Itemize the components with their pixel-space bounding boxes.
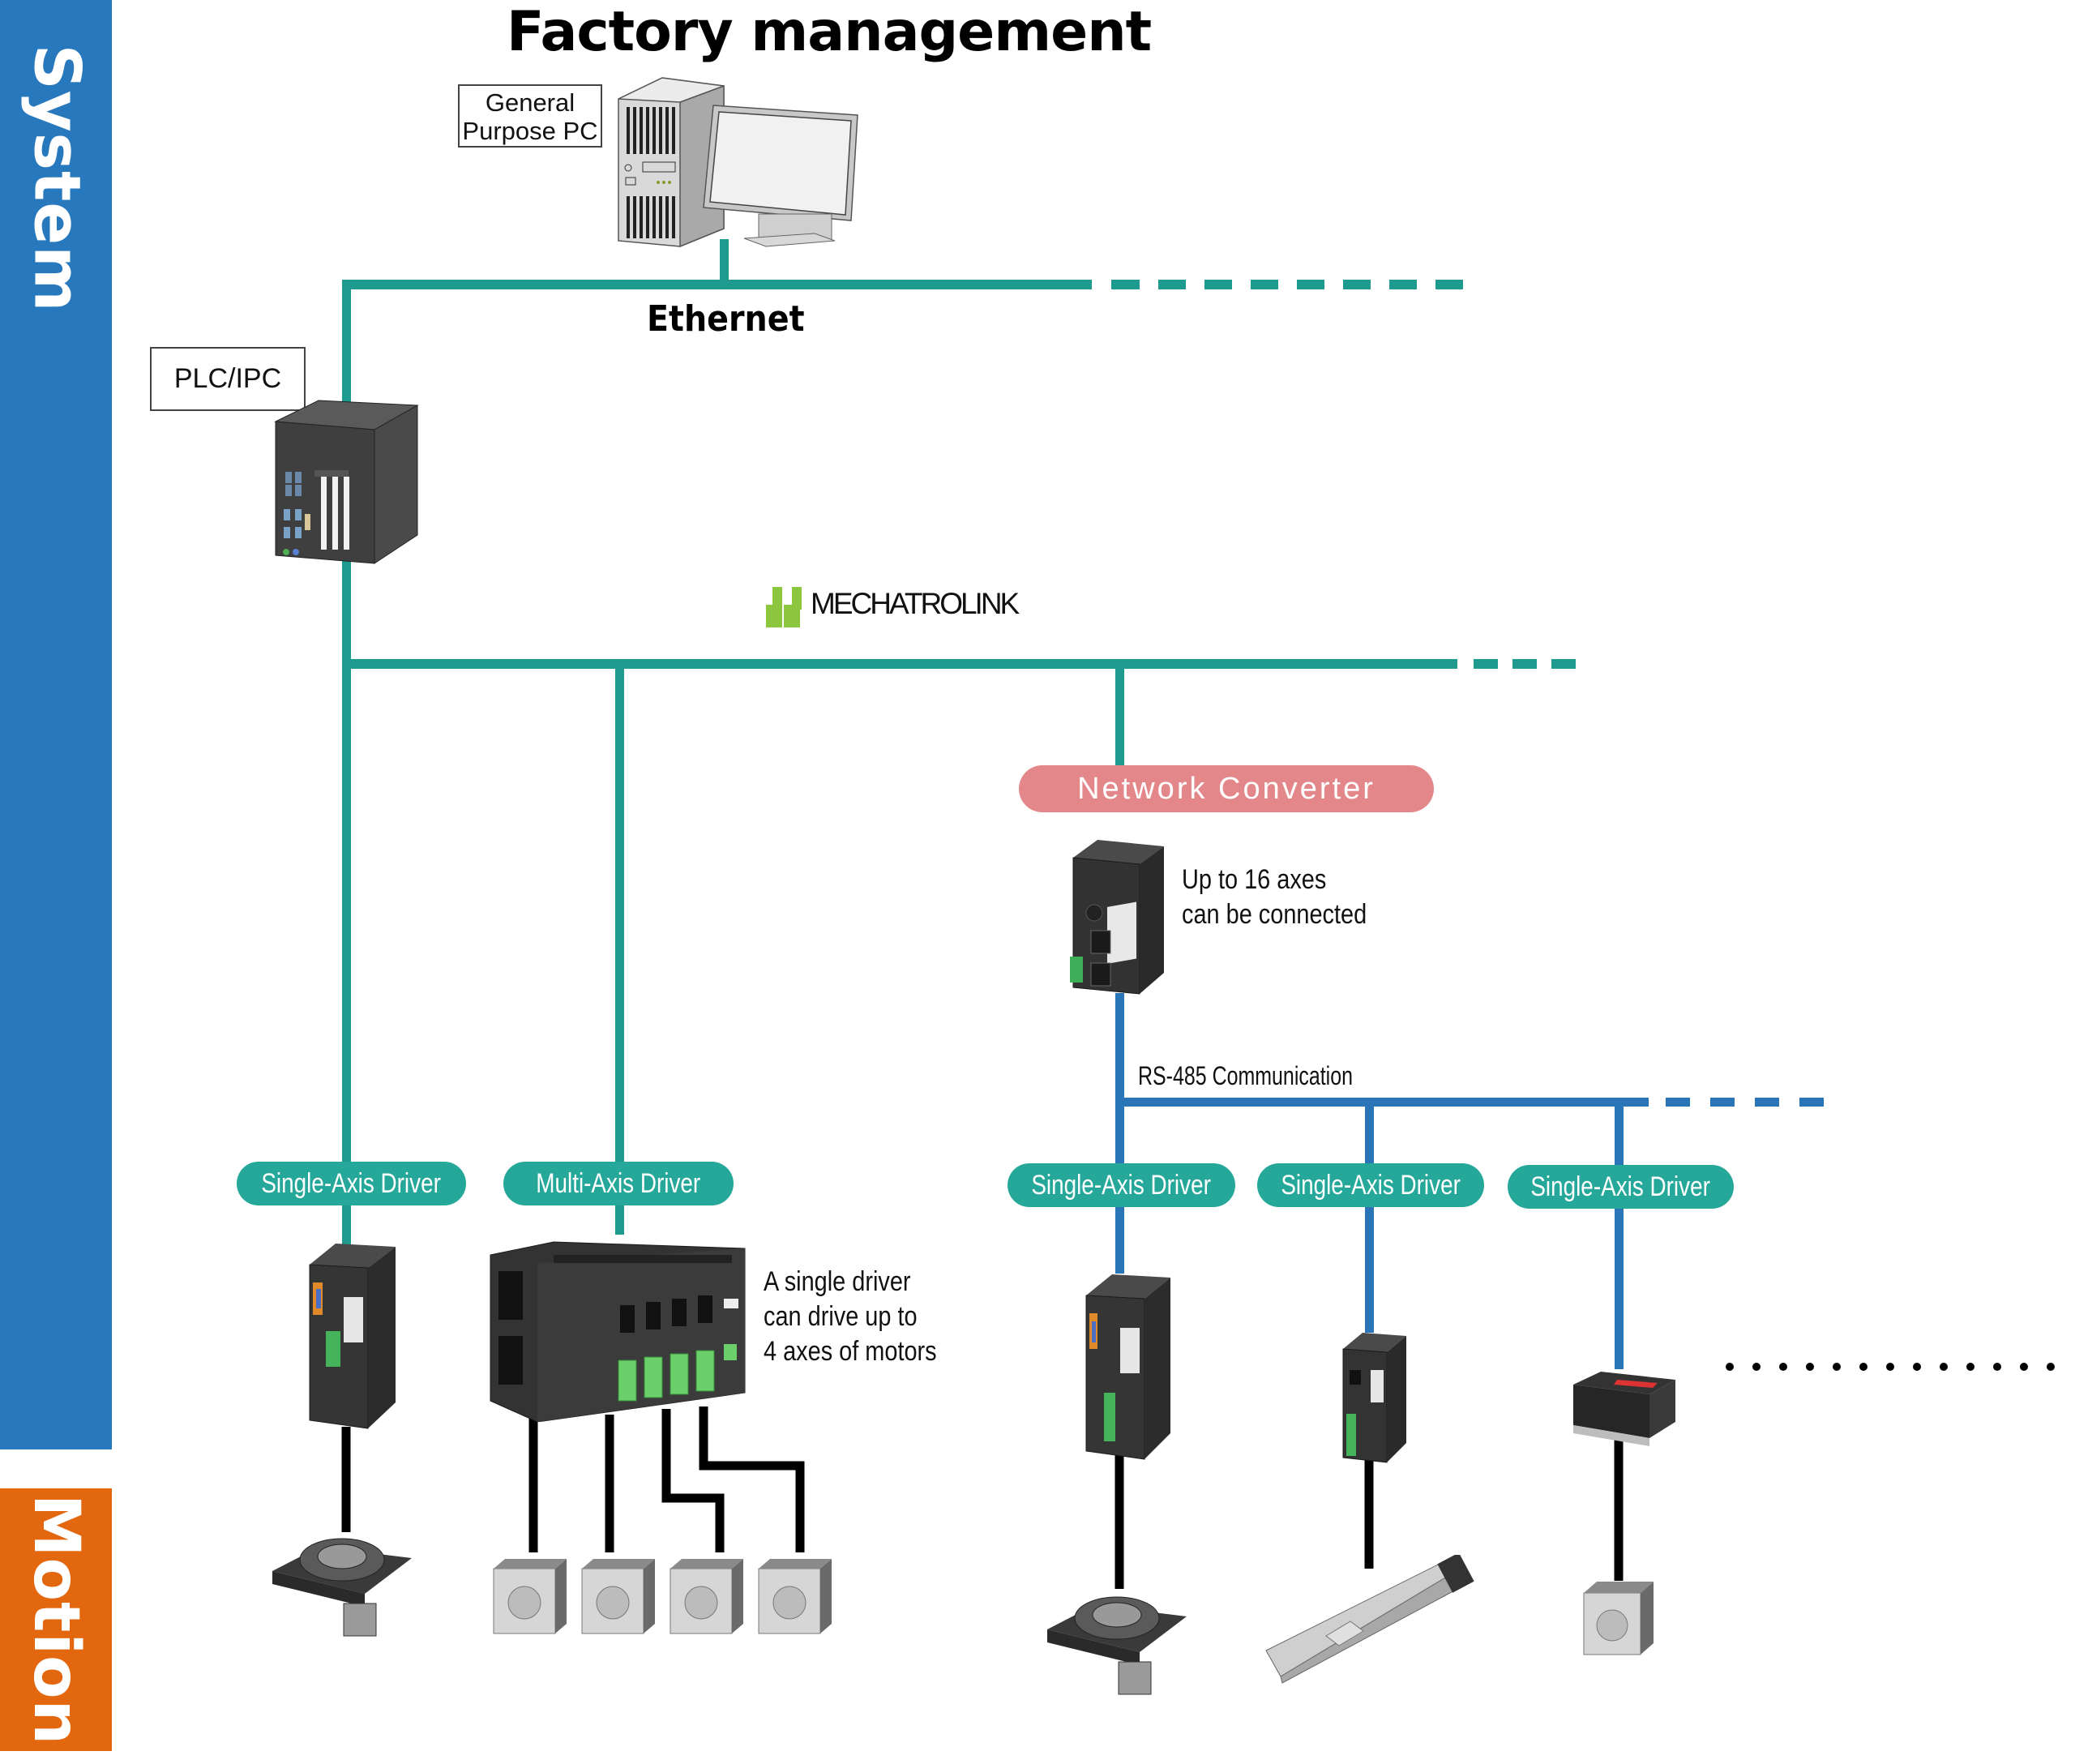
stepping-motor-5-icon [1583,1582,1654,1655]
ethernet-dashes [1111,280,1463,289]
mechatrolink-label: MECHATROLINK [811,587,1020,620]
pc-drop-line [720,239,729,285]
single-axis-driver-5-icon [1573,1372,1675,1446]
driver-pill-5-label: Single-Axis Driver [1530,1171,1711,1202]
ethernet-line-solid [342,280,1092,289]
driver-pill-1[interactable]: Single-Axis Driver [237,1162,466,1205]
rs485-drop-2 [1365,1098,1374,1165]
stepping-motor-1 [493,1559,567,1634]
pc-icon [618,77,858,248]
driver-pill-3[interactable]: Single-Axis Driver [1008,1163,1235,1207]
converter-note-line2: can be connected [1182,899,1367,930]
pc-label-line1: General [485,88,575,117]
driver1-link [342,1204,351,1244]
plc-ipc-icon [274,400,419,564]
motion-section-bar: Motion [0,1488,112,1751]
mechatrolink-logo: MECHATROLINK [766,584,1020,632]
rs485-label: RS-485 Communication [1138,1059,1414,1094]
driver-pill-1-label: Single-Axis Driver [261,1167,442,1199]
converter-drop-line [1115,659,1124,769]
multi-axis-driver-icon [490,1241,746,1422]
ethernet-label: Ethernet [647,298,805,340]
driver2-link [615,1204,624,1235]
single-axis-driver-3-icon [1085,1274,1170,1460]
rs485-line-solid [1115,1098,1649,1107]
system-section-bar: System [0,0,112,1449]
diagram-title: Factory management [507,0,1152,64]
driver3-link [1115,1207,1124,1274]
multi-axis-note-line2: can drive up to [764,1301,918,1332]
driver-pill-2-label: Multi-Axis Driver [536,1167,701,1199]
single-axis-driver-4-icon [1342,1333,1406,1463]
mechatrolink-line-solid [342,659,1457,669]
stepping-motor-3 [670,1559,743,1634]
driver5-link [1615,1207,1624,1369]
multi-axis-note-line3: 4 axes of motors [764,1336,937,1367]
driver-pill-5[interactable]: Single-Axis Driver [1508,1165,1734,1209]
pc-label-box: General Purpose PC [458,84,602,148]
stepping-motor-2 [581,1559,655,1634]
plc-trunk-line [342,280,351,1165]
single-axis-driver-1-icon [309,1244,396,1429]
driver4-link [1365,1207,1374,1333]
rotary-actuator-2-icon [1047,1596,1187,1695]
network-converter-icon [1070,840,1164,995]
driver-pill-4-label: Single-Axis Driver [1281,1169,1461,1201]
converter-note: Up to 16 axes can be connected [1182,863,1399,932]
multi-axis-drop-line [615,659,624,1165]
mechatrolink-bus [342,659,1576,1244]
plc-label-box: PLC/IPC [150,347,306,411]
driver-pill-3-label: Single-Axis Driver [1031,1169,1212,1201]
driver-pill-2[interactable]: Multi-Axis Driver [503,1162,734,1205]
rs485-drop-3 [1615,1098,1624,1165]
rs485-label-text: RS-485 Communication [1138,1061,1353,1090]
linear-actuator-icon [1265,1555,1474,1684]
multi-axis-note-line1: A single driver [764,1266,911,1297]
converter-note-line1: Up to 16 axes [1182,864,1327,895]
continuation-dots [1726,1363,2055,1371]
rs485-bus [1115,993,1824,1369]
motor-cables [341,1406,1624,1589]
multi-axis-note: A single driver can drive up to 4 axes o… [764,1265,967,1369]
rotary-actuator-1-icon [272,1538,412,1637]
converter-down-line [1115,993,1124,1165]
network-converter-label: Network Converter [1077,771,1375,806]
driver-pill-4[interactable]: Single-Axis Driver [1257,1163,1484,1207]
mechatrolink-logo-icon [766,587,802,627]
network-converter-pill[interactable]: Network Converter [1019,765,1434,812]
pc-label-line2: Purpose PC [462,117,598,145]
stepping-motor-4 [758,1559,832,1634]
stepping-motors-group [493,1559,832,1634]
ethernet-bus [342,239,1463,1165]
plc-label-text: PLC/IPC [173,363,282,394]
